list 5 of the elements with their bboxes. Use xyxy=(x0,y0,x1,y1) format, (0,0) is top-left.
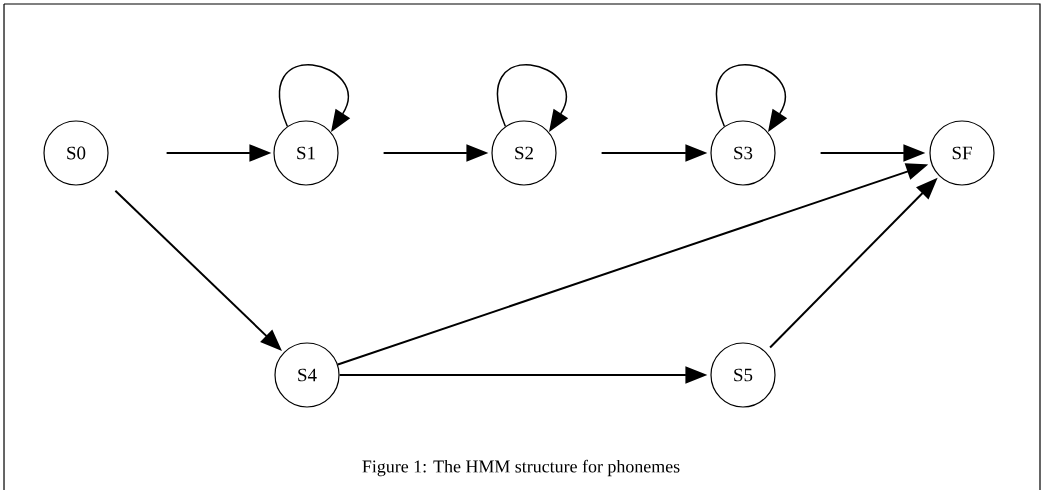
arrow xyxy=(497,64,569,132)
arrow xyxy=(716,64,788,132)
caption: Figure 1: The HMM structure for phonemes xyxy=(362,459,680,477)
arrow xyxy=(114,189,282,351)
arrow xyxy=(279,64,351,132)
